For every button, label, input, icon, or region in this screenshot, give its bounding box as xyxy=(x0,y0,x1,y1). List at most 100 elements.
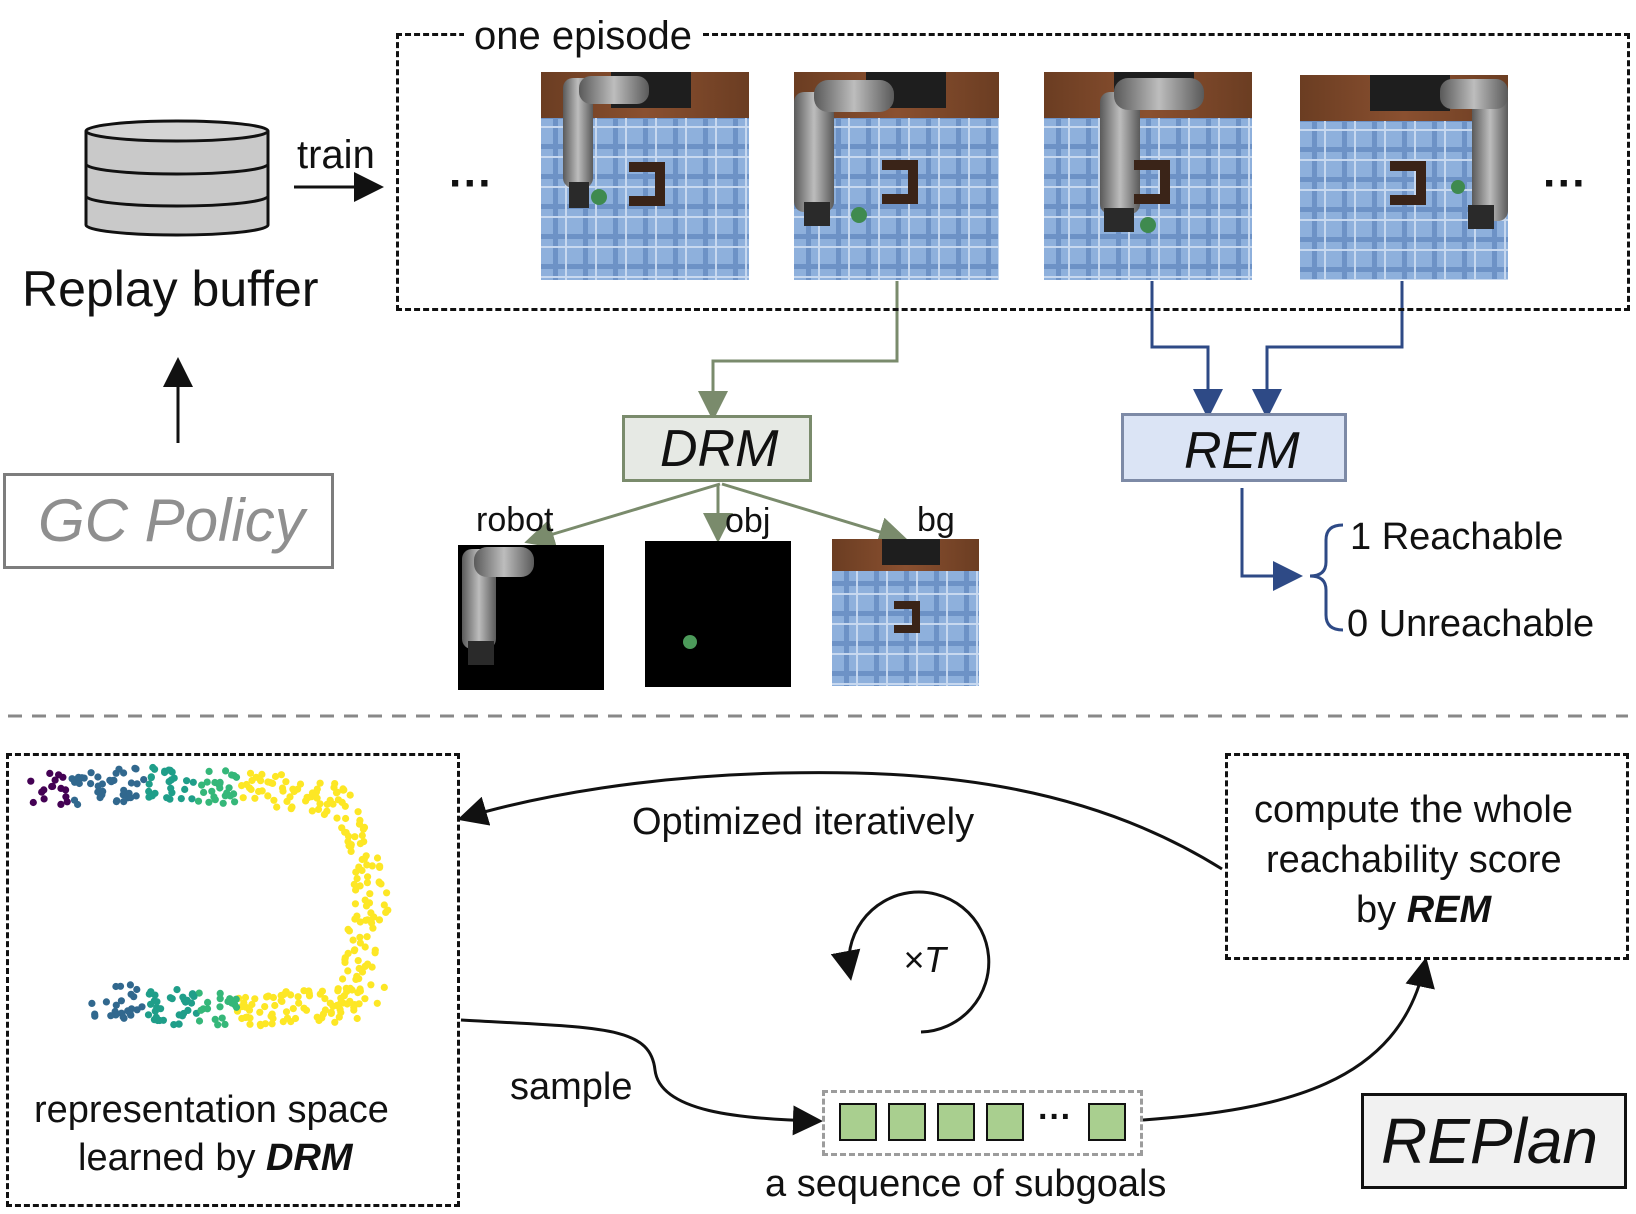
representation-label-bold: DRM xyxy=(266,1137,353,1179)
scatter-point xyxy=(216,989,224,997)
scatter-point xyxy=(380,983,388,991)
sample-label: sample xyxy=(510,1066,633,1108)
scatter-point xyxy=(280,990,288,999)
scatter-point xyxy=(358,831,366,840)
compute-line3-bold: REM xyxy=(1406,889,1492,931)
scatter-point xyxy=(203,778,211,786)
scatter-point xyxy=(356,987,364,995)
scatter-point xyxy=(127,990,135,998)
reach-brace xyxy=(1309,523,1344,632)
bg-label: bg xyxy=(917,501,955,539)
representation-label-prefix: learned by xyxy=(78,1137,267,1179)
scatter-point xyxy=(327,1008,335,1016)
scatter-point xyxy=(373,999,381,1007)
scatter-point xyxy=(287,991,295,999)
scatter-point xyxy=(157,1005,165,1013)
scatter-point xyxy=(371,949,379,957)
scatter-point xyxy=(341,802,349,810)
scatter-point xyxy=(368,919,376,927)
compute-box xyxy=(1225,753,1629,960)
scatter-point xyxy=(337,1008,345,1017)
compute-line3-prefix: by xyxy=(1356,889,1407,931)
scatter-point xyxy=(63,798,71,806)
scatter-point xyxy=(140,776,148,784)
scatter-point xyxy=(370,913,378,921)
scatter-point xyxy=(352,886,360,894)
rem-label: REM xyxy=(1184,422,1300,480)
scatter-point xyxy=(246,769,255,777)
scatter-point xyxy=(175,1020,183,1028)
scatter-point xyxy=(358,968,367,976)
scatter-point xyxy=(165,766,173,774)
scatter-point xyxy=(257,777,265,785)
subgoal-3 xyxy=(937,1103,975,1141)
scatter-point xyxy=(296,780,305,788)
scatter-point xyxy=(356,918,364,926)
scatter-point xyxy=(316,800,324,808)
scatter-point xyxy=(27,777,35,785)
scatter-point xyxy=(313,785,321,793)
scatter-point xyxy=(358,866,366,875)
scatter-point xyxy=(361,943,369,951)
scatter-point xyxy=(119,1013,127,1021)
scatter-point xyxy=(289,1005,297,1013)
scatter-point xyxy=(75,779,83,788)
robot-mask-image xyxy=(458,545,604,690)
scatter-point xyxy=(347,847,355,855)
scatter-point xyxy=(87,769,95,777)
scatter-point xyxy=(383,889,391,897)
scatter-point xyxy=(151,789,159,797)
scatter-point xyxy=(147,988,155,996)
scatter-point xyxy=(361,995,369,1003)
scatter-point xyxy=(354,957,362,965)
episode-frame-4 xyxy=(1300,75,1508,280)
scatter-point xyxy=(238,1014,246,1023)
scatter-point xyxy=(356,939,364,947)
scatter-point xyxy=(363,861,371,869)
scatter-point xyxy=(40,795,48,803)
gc-policy-box xyxy=(3,473,334,569)
representation-label-line2: learned by DRM xyxy=(78,1139,353,1177)
scatter-point xyxy=(239,794,247,802)
scatter-point xyxy=(316,779,324,787)
scatter-point xyxy=(102,998,110,1006)
scatter-point xyxy=(133,780,141,788)
scatter-point xyxy=(119,791,127,799)
scatter-point xyxy=(330,783,338,791)
scatter-point xyxy=(107,1012,115,1020)
scatter-point xyxy=(344,967,352,975)
scatter-point xyxy=(375,916,384,924)
scatter-point xyxy=(57,800,65,808)
scatter-point xyxy=(91,1010,99,1018)
scatter-point xyxy=(376,863,384,871)
scatter-point xyxy=(295,999,303,1007)
scatter-point xyxy=(258,770,266,778)
scatter-point xyxy=(106,776,114,784)
sample-arrow xyxy=(460,1018,823,1136)
scatter-point xyxy=(380,901,388,909)
scatter-point xyxy=(208,787,216,795)
scatter-point xyxy=(279,1018,287,1026)
scatter-point xyxy=(294,993,302,1001)
scatter-point xyxy=(362,852,370,860)
scatter-point xyxy=(353,875,361,883)
scatter-point xyxy=(268,1020,276,1028)
scatter-point xyxy=(124,1007,132,1015)
scatter-point xyxy=(308,789,316,797)
scatter-point xyxy=(197,1006,205,1014)
scatter-point xyxy=(205,767,213,775)
scatter-point xyxy=(261,1003,269,1011)
scatter-point xyxy=(147,774,155,782)
scatter-point xyxy=(255,787,263,796)
scatter-point xyxy=(273,803,281,811)
scatter-point xyxy=(195,1017,204,1025)
subgoals-to-rem-arrow xyxy=(1142,957,1435,1122)
scatter-point xyxy=(300,1004,308,1012)
scatter-point xyxy=(59,773,67,781)
scatter-point xyxy=(251,995,259,1003)
scatter-point xyxy=(270,796,278,804)
scatter-point xyxy=(218,1014,226,1022)
scatter-point xyxy=(226,792,234,800)
scatter-point xyxy=(334,796,342,804)
